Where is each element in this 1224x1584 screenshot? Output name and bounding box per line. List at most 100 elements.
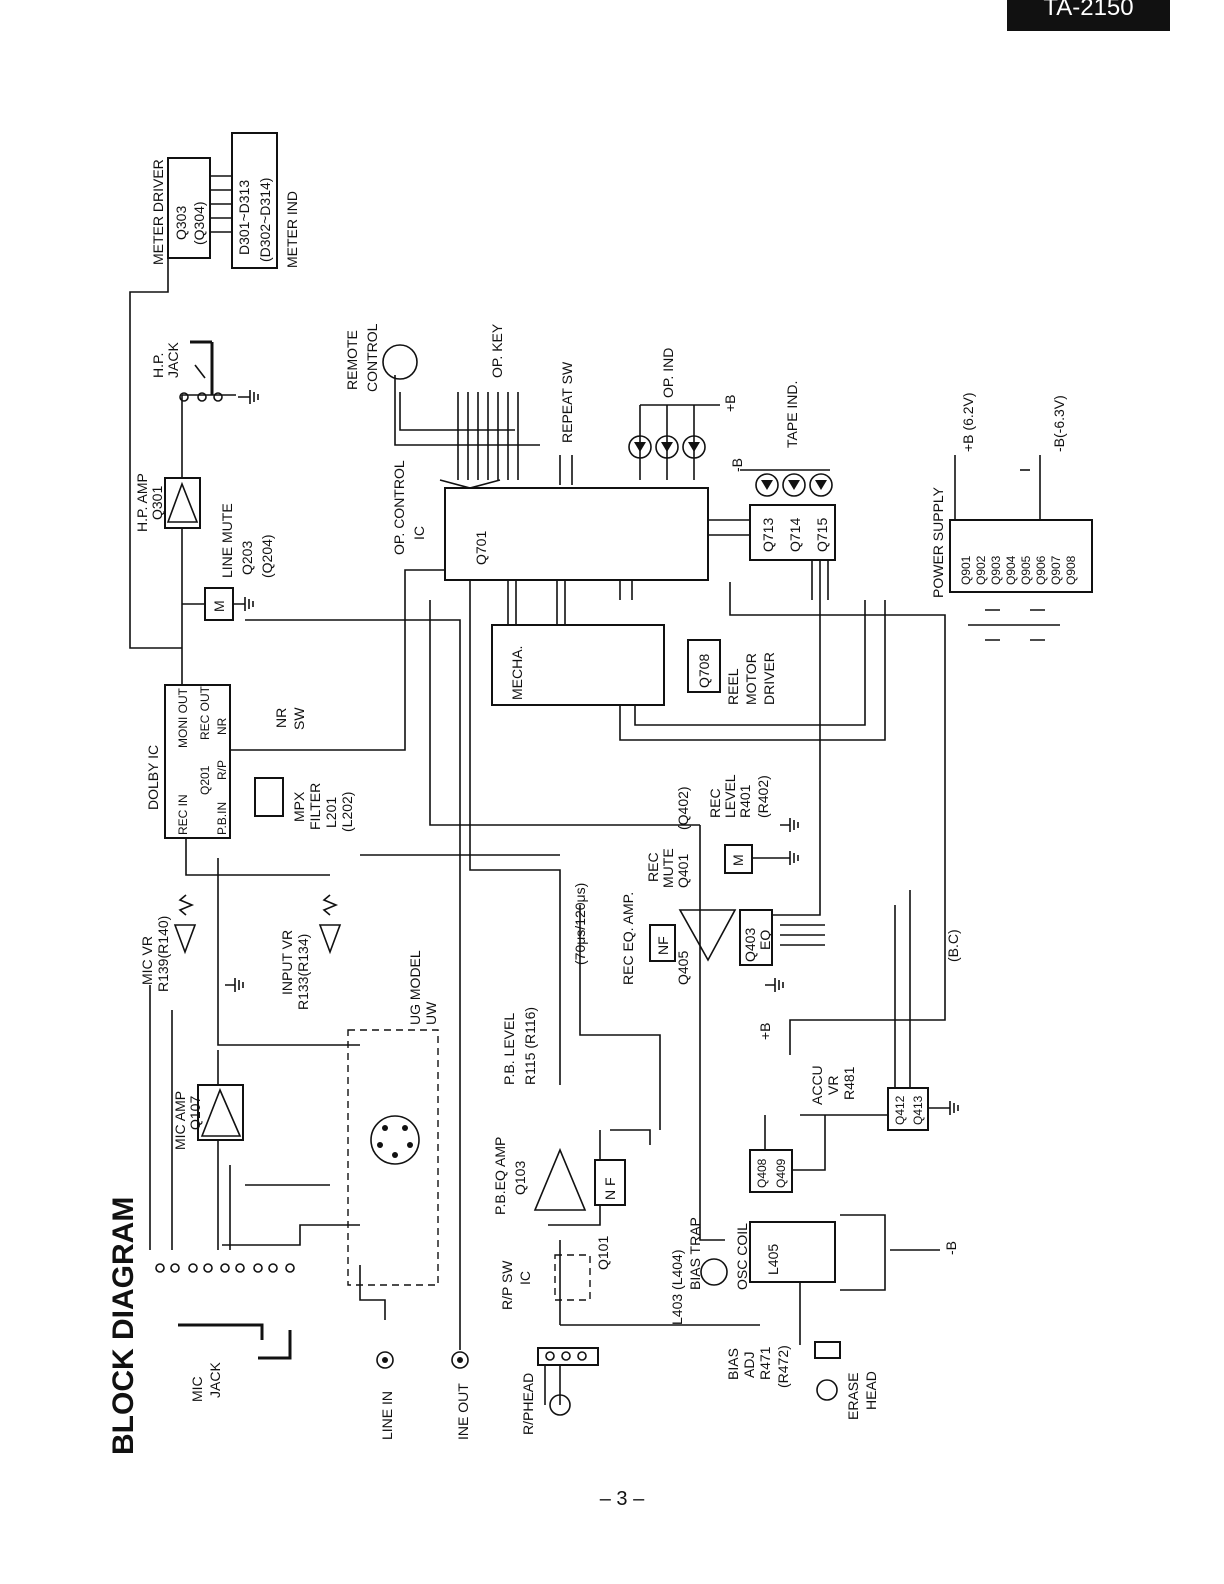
wiring bbox=[129, 258, 1060, 1405]
mic-vr-label-1: MIC VR bbox=[139, 936, 155, 985]
q714-label: Q714 bbox=[787, 518, 803, 552]
q701-label: Q701 bbox=[473, 531, 489, 565]
q904-label: Q904 bbox=[1004, 555, 1018, 585]
nr-pin-label: NR bbox=[215, 717, 229, 735]
remote-label-1: REMOTE bbox=[344, 330, 360, 390]
accu-label-1: ACCU bbox=[809, 1065, 825, 1105]
q708-label: Q708 bbox=[696, 654, 712, 688]
q905-label: Q905 bbox=[1019, 555, 1033, 585]
q201-label: Q201 bbox=[198, 765, 212, 795]
q715-label: Q715 bbox=[814, 518, 830, 552]
dolby-ic-label: DOLBY IC bbox=[145, 745, 161, 810]
pb-in-label: P.B.IN bbox=[215, 802, 229, 835]
nr-sw-label-2: SW bbox=[291, 707, 307, 730]
mic-input-section: MIC VR R139(R140) INPUT VR R133(R134) UG… bbox=[139, 894, 439, 1286]
ground-symbols bbox=[225, 390, 959, 1115]
mpx-label-2: FILTER bbox=[307, 783, 323, 830]
rec-mute-label-2: MUTE bbox=[660, 848, 676, 888]
meter-driver-label: METER DRIVER bbox=[150, 159, 166, 265]
op-control-ic: Q701 OP. CONTROL IC bbox=[391, 460, 709, 581]
line-mute-block: M LINE MUTE Q203 (Q204) bbox=[204, 503, 275, 621]
hp-amp-q-label: Q301 bbox=[149, 486, 165, 520]
uw-label: UW bbox=[423, 1001, 439, 1025]
rp-sw-label-2: IC bbox=[517, 1271, 533, 1285]
op-control-label: OP. CONTROL bbox=[391, 460, 407, 555]
op-ind-leds: OP. IND +B bbox=[628, 348, 738, 459]
tape-ind-label: TAPE IND. bbox=[784, 381, 800, 448]
q303-label: Q303 bbox=[173, 206, 189, 240]
accu-label-2: VR bbox=[825, 1076, 841, 1095]
q902-label: Q902 bbox=[974, 555, 988, 585]
meter-ind-block: D301~D313 (D302~D314) METER IND bbox=[231, 132, 300, 269]
mic-vr-label-2: R139(R140) bbox=[155, 916, 171, 992]
reel-label-1: REEL bbox=[725, 668, 741, 705]
page-number: – 3 – bbox=[599, 1488, 645, 1510]
eq-label: EQ bbox=[757, 930, 773, 950]
q412-label: Q412 bbox=[893, 1095, 907, 1125]
rec-nf-label: NF bbox=[655, 936, 671, 955]
q413-label: Q413 bbox=[911, 1095, 925, 1125]
rec-mute-m-label: M bbox=[730, 854, 746, 866]
rp-pin-label: R/P bbox=[215, 760, 229, 780]
q409-label: Q409 bbox=[774, 1158, 788, 1188]
op-ind-plus-b: +B bbox=[722, 394, 738, 412]
osc-coil-label: OSC COIL bbox=[734, 1223, 750, 1290]
moni-out-label: MONI OUT bbox=[176, 687, 190, 748]
q402-label: (Q402) bbox=[675, 786, 691, 830]
model-label: TA-2150 bbox=[1043, 0, 1134, 21]
mic-amp-label: MIC AMP bbox=[172, 1091, 188, 1150]
tape-ind-minus-b: -B bbox=[729, 458, 745, 472]
hp-jack-label-2: JACK bbox=[165, 342, 181, 378]
bias-adj-label-4: (R472) bbox=[775, 1345, 791, 1388]
line-mute-q204: (Q204) bbox=[259, 534, 275, 578]
power-supply-block: POWER SUPPLY Q901 Q902 Q903 Q904 Q905 Q9… bbox=[930, 392, 1093, 641]
accu-plus-b: +B bbox=[757, 1022, 773, 1040]
ug-model-label: UG MODEL bbox=[407, 950, 423, 1025]
rec-out-label: REC OUT bbox=[198, 685, 212, 740]
rec-level-label-1: REC bbox=[707, 788, 723, 818]
mecha-label: MECHA. bbox=[509, 646, 525, 700]
accu-label-3: R481 bbox=[841, 1066, 857, 1100]
pb-level-label-1: P.B. LEVEL bbox=[501, 1013, 517, 1085]
rec-level-block: (Q402) REC LEVEL R401 (R402) M REC MUTE … bbox=[645, 774, 771, 888]
tape-ind-driver: Q713 Q714 Q715 bbox=[749, 504, 836, 561]
bias-trap-label-1: L403 (L404) bbox=[669, 1249, 685, 1325]
pb-level-label-2: R115 (R116) bbox=[522, 1007, 538, 1085]
bc-label: (B.C) bbox=[945, 929, 961, 962]
model-header-tab: TA-2150 bbox=[1007, 0, 1170, 31]
dolby-ic: DOLBY IC MONI OUT REC OUT NR Q201 R/P RE… bbox=[145, 684, 355, 839]
pbeq-label-2: Q103 bbox=[512, 1161, 528, 1195]
q901-label: Q901 bbox=[959, 555, 973, 585]
mic-jack-label-2: JACK bbox=[207, 1362, 223, 1398]
mic-jack-label-1: MIC bbox=[189, 1376, 205, 1402]
time-constant-label: (70μs/120μs) bbox=[572, 883, 588, 965]
q405-label: Q405 bbox=[675, 951, 691, 985]
q408-label: Q408 bbox=[755, 1158, 769, 1188]
l405-label: L405 bbox=[765, 1244, 781, 1275]
line-mute-q203: Q203 bbox=[239, 541, 255, 575]
tape-ind-leds: -B TAPE IND. bbox=[729, 381, 833, 497]
q101-label: Q101 bbox=[595, 1236, 611, 1270]
rec-mute-label-3: Q401 bbox=[675, 854, 691, 888]
mic-amp-q-label: Q107 bbox=[187, 1096, 203, 1130]
power-supply-label: POWER SUPPLY bbox=[930, 486, 946, 598]
supply-minus-b: -B(-6.3V) bbox=[1051, 395, 1067, 452]
hp-jack-label-1: H.P. bbox=[150, 353, 166, 378]
bias-adj-label-3: R471 bbox=[757, 1346, 773, 1380]
rec-level-label-4: (R402) bbox=[755, 775, 771, 818]
input-vr-label-1: INPUT VR bbox=[279, 930, 295, 995]
rp-sw-label-1: R/P SW bbox=[499, 1260, 515, 1310]
rec-level-label-2: LEVEL bbox=[722, 774, 738, 818]
line-in-label: LINE IN bbox=[379, 1391, 395, 1440]
pb-section: P.B. LEVEL R115 (R116) N F P.B.EQ AMP Q1… bbox=[492, 1007, 626, 1310]
rec-in-label: REC IN bbox=[176, 794, 190, 835]
pb-nf-label: N F bbox=[602, 1177, 618, 1200]
erase-head-label-2: HEAD bbox=[863, 1371, 879, 1410]
remote-control: REMOTE CONTROL bbox=[344, 323, 418, 392]
diagram-title: BLOCK DIAGRAM bbox=[107, 1197, 140, 1455]
bias-trap-label-2: BIAS TRAP bbox=[687, 1217, 703, 1290]
erase-head-label-1: ERASE bbox=[845, 1373, 861, 1420]
meter-driver-block: METER DRIVER Q303 (Q304) bbox=[150, 157, 232, 265]
bias-adj-label-2: ADJ bbox=[741, 1352, 757, 1378]
